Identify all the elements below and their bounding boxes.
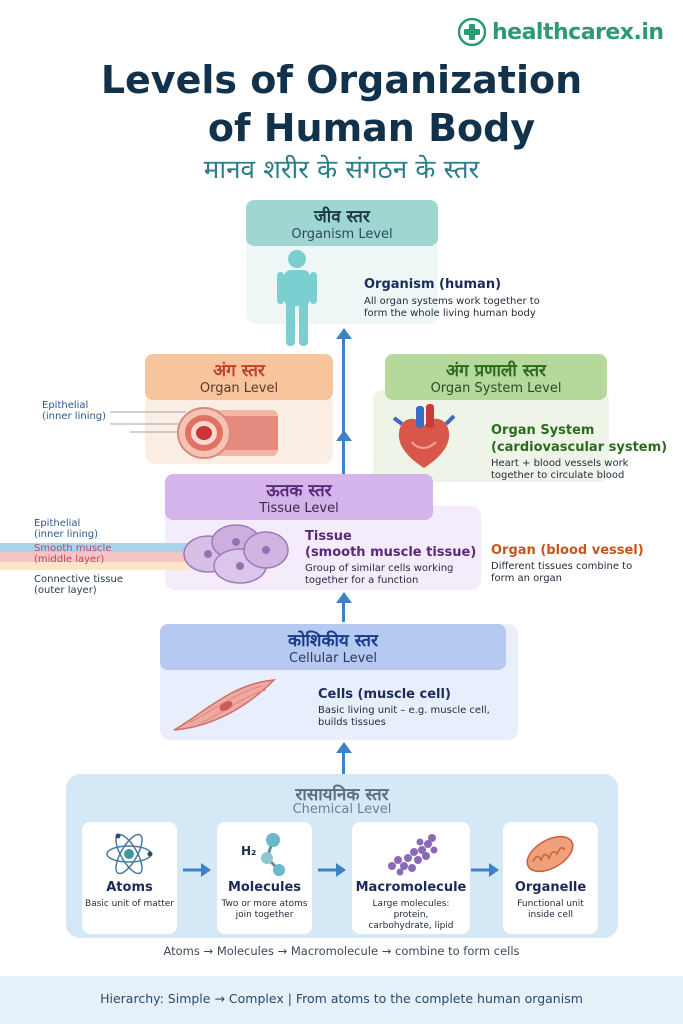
chemical-english: Chemical Level — [292, 802, 392, 817]
organ-hindi: अंग स्तर — [213, 361, 265, 381]
tissue-header: ऊतक स्तर Tissue Level — [165, 474, 433, 520]
organ-system-hindi: अंग प्रणाली स्तर — [446, 361, 546, 381]
cellular-header: कोशिकीय स्तर Cellular Level — [160, 624, 506, 670]
organ-system-header: अंग प्रणाली स्तर Organ System Level — [385, 354, 607, 400]
chem-desc-macromolecule: Large molecules: protein, carbohydrate, … — [368, 899, 454, 931]
arrow-up-icon — [336, 430, 352, 441]
brand[interactable]: healthcarex.in — [458, 18, 664, 46]
organ-blood-vessel-desc2: form an organ — [491, 573, 563, 584]
tissue-english: Tissue Level — [259, 501, 339, 516]
chem-desc-atoms: Basic unit of matter — [84, 899, 175, 909]
tissue-desc1: Group of similar cells working — [305, 563, 454, 574]
organ-system-desc1: Heart + blood vessels work — [491, 458, 629, 469]
chem-desc-molecules: Two or more atoms join together — [221, 899, 308, 920]
h2-label: H₂ — [241, 844, 257, 858]
organism-desc1: All organ systems work together to — [364, 296, 540, 307]
organ-header: अंग स्तर Organ Level — [145, 354, 333, 400]
organ-system-desc2: together to circulate blood — [491, 470, 625, 481]
chem-title-macromolecule: Macromolecule — [355, 880, 467, 895]
organism-name: Organism (human) — [364, 277, 502, 292]
organism-hindi: जीव स्तर — [314, 207, 370, 227]
heart-icon — [392, 404, 456, 468]
arrow-stem — [342, 336, 345, 476]
molecule-icon — [261, 833, 285, 876]
title-hindi: मानव शरीर के संगठन के स्तर — [203, 155, 480, 185]
cellular-desc1: Basic living unit – e.g. muscle cell, — [318, 705, 490, 716]
mitochondrion-icon — [526, 835, 574, 873]
title-line1: Levels of Organization — [100, 58, 583, 102]
layer-band-cream — [0, 562, 190, 570]
organ-system-name1: Organ System — [491, 423, 595, 438]
organ-english: Organ Level — [199, 381, 279, 396]
title-line2: of Human Body — [207, 106, 536, 150]
medical-cross-icon — [458, 18, 486, 46]
arrow-right-icon — [183, 863, 211, 877]
tissue-desc2: together for a function — [305, 575, 419, 586]
chem-title-atoms: Atoms — [106, 880, 153, 895]
tissue-hindi: ऊतक स्तर — [266, 481, 332, 501]
chem-card-organelle: Organelle Functional unit inside cell — [503, 822, 598, 934]
muscle-cell-icon — [173, 679, 276, 731]
tissue-label-epithelial: Epithelial (inner lining) — [34, 518, 99, 540]
arrow-stem — [342, 750, 345, 774]
tissue-name2: (smooth muscle tissue) — [305, 545, 477, 560]
human-figure-icon — [277, 250, 317, 346]
tissue-cells-icon — [183, 524, 289, 584]
footer-bar: Hierarchy: Simple → Complex | From atoms… — [0, 976, 683, 1024]
organism-desc2: form the whole living human body — [364, 308, 536, 319]
flow-text: Atoms → Molecules → Macromolecule → comb… — [163, 944, 520, 958]
brand-name: healthcarex.in — [492, 19, 664, 45]
organ-system-name2: (cardiovascular system) — [491, 440, 668, 455]
organ-label-epithelial: Epithelial (inner lining) — [42, 400, 107, 422]
arrow-up-icon — [336, 592, 352, 603]
atom-icon — [106, 833, 153, 875]
macromolecule-icon — [388, 834, 438, 876]
chem-card-molecules: H₂ Molecules Two or more atoms join toge… — [217, 822, 312, 934]
organ-system-english: Organ System Level — [430, 381, 562, 396]
arrow-up-icon — [336, 742, 352, 753]
chem-title-molecules: Molecules — [227, 880, 302, 895]
cellular-english: Cellular Level — [289, 651, 377, 666]
cellular-name: Cells (muscle cell) — [318, 687, 451, 702]
arrow-right-icon — [318, 863, 346, 877]
arrow-right-icon — [471, 863, 499, 877]
tissue-label-connective: Connective tissue (outer layer) — [34, 574, 123, 596]
tissue-name1: Tissue — [305, 529, 352, 544]
chemical-hindi: रासायनिक स्तर — [295, 785, 389, 805]
layer-band-pink — [0, 552, 190, 562]
tissue-label-smooth: Smooth muscle (middle layer) — [34, 543, 112, 565]
blood-vessel-lines — [110, 411, 186, 433]
cellular-desc2: builds tissues — [318, 717, 386, 728]
organism-english: Organism Level — [291, 227, 393, 242]
blood-vessel-icon — [177, 407, 278, 459]
chem-title-organelle: Organelle — [514, 880, 587, 895]
chem-card-atoms: Atoms Basic unit of matter — [82, 822, 177, 934]
arrow-stem — [342, 600, 345, 622]
organ-blood-vessel-name: Organ (blood vessel) — [491, 543, 644, 558]
chem-card-macromolecule: Macromolecule Large molecules: protein, … — [352, 822, 470, 934]
arrow-up-icon — [336, 328, 352, 339]
organ-blood-vessel-desc1: Different tissues combine to — [491, 561, 633, 572]
cellular-hindi: कोशिकीय स्तर — [288, 631, 378, 651]
layer-band-blue — [0, 543, 190, 552]
organism-header: जीव स्तर Organism Level — [246, 200, 438, 246]
chem-desc-organelle: Functional unit inside cell — [517, 899, 584, 920]
